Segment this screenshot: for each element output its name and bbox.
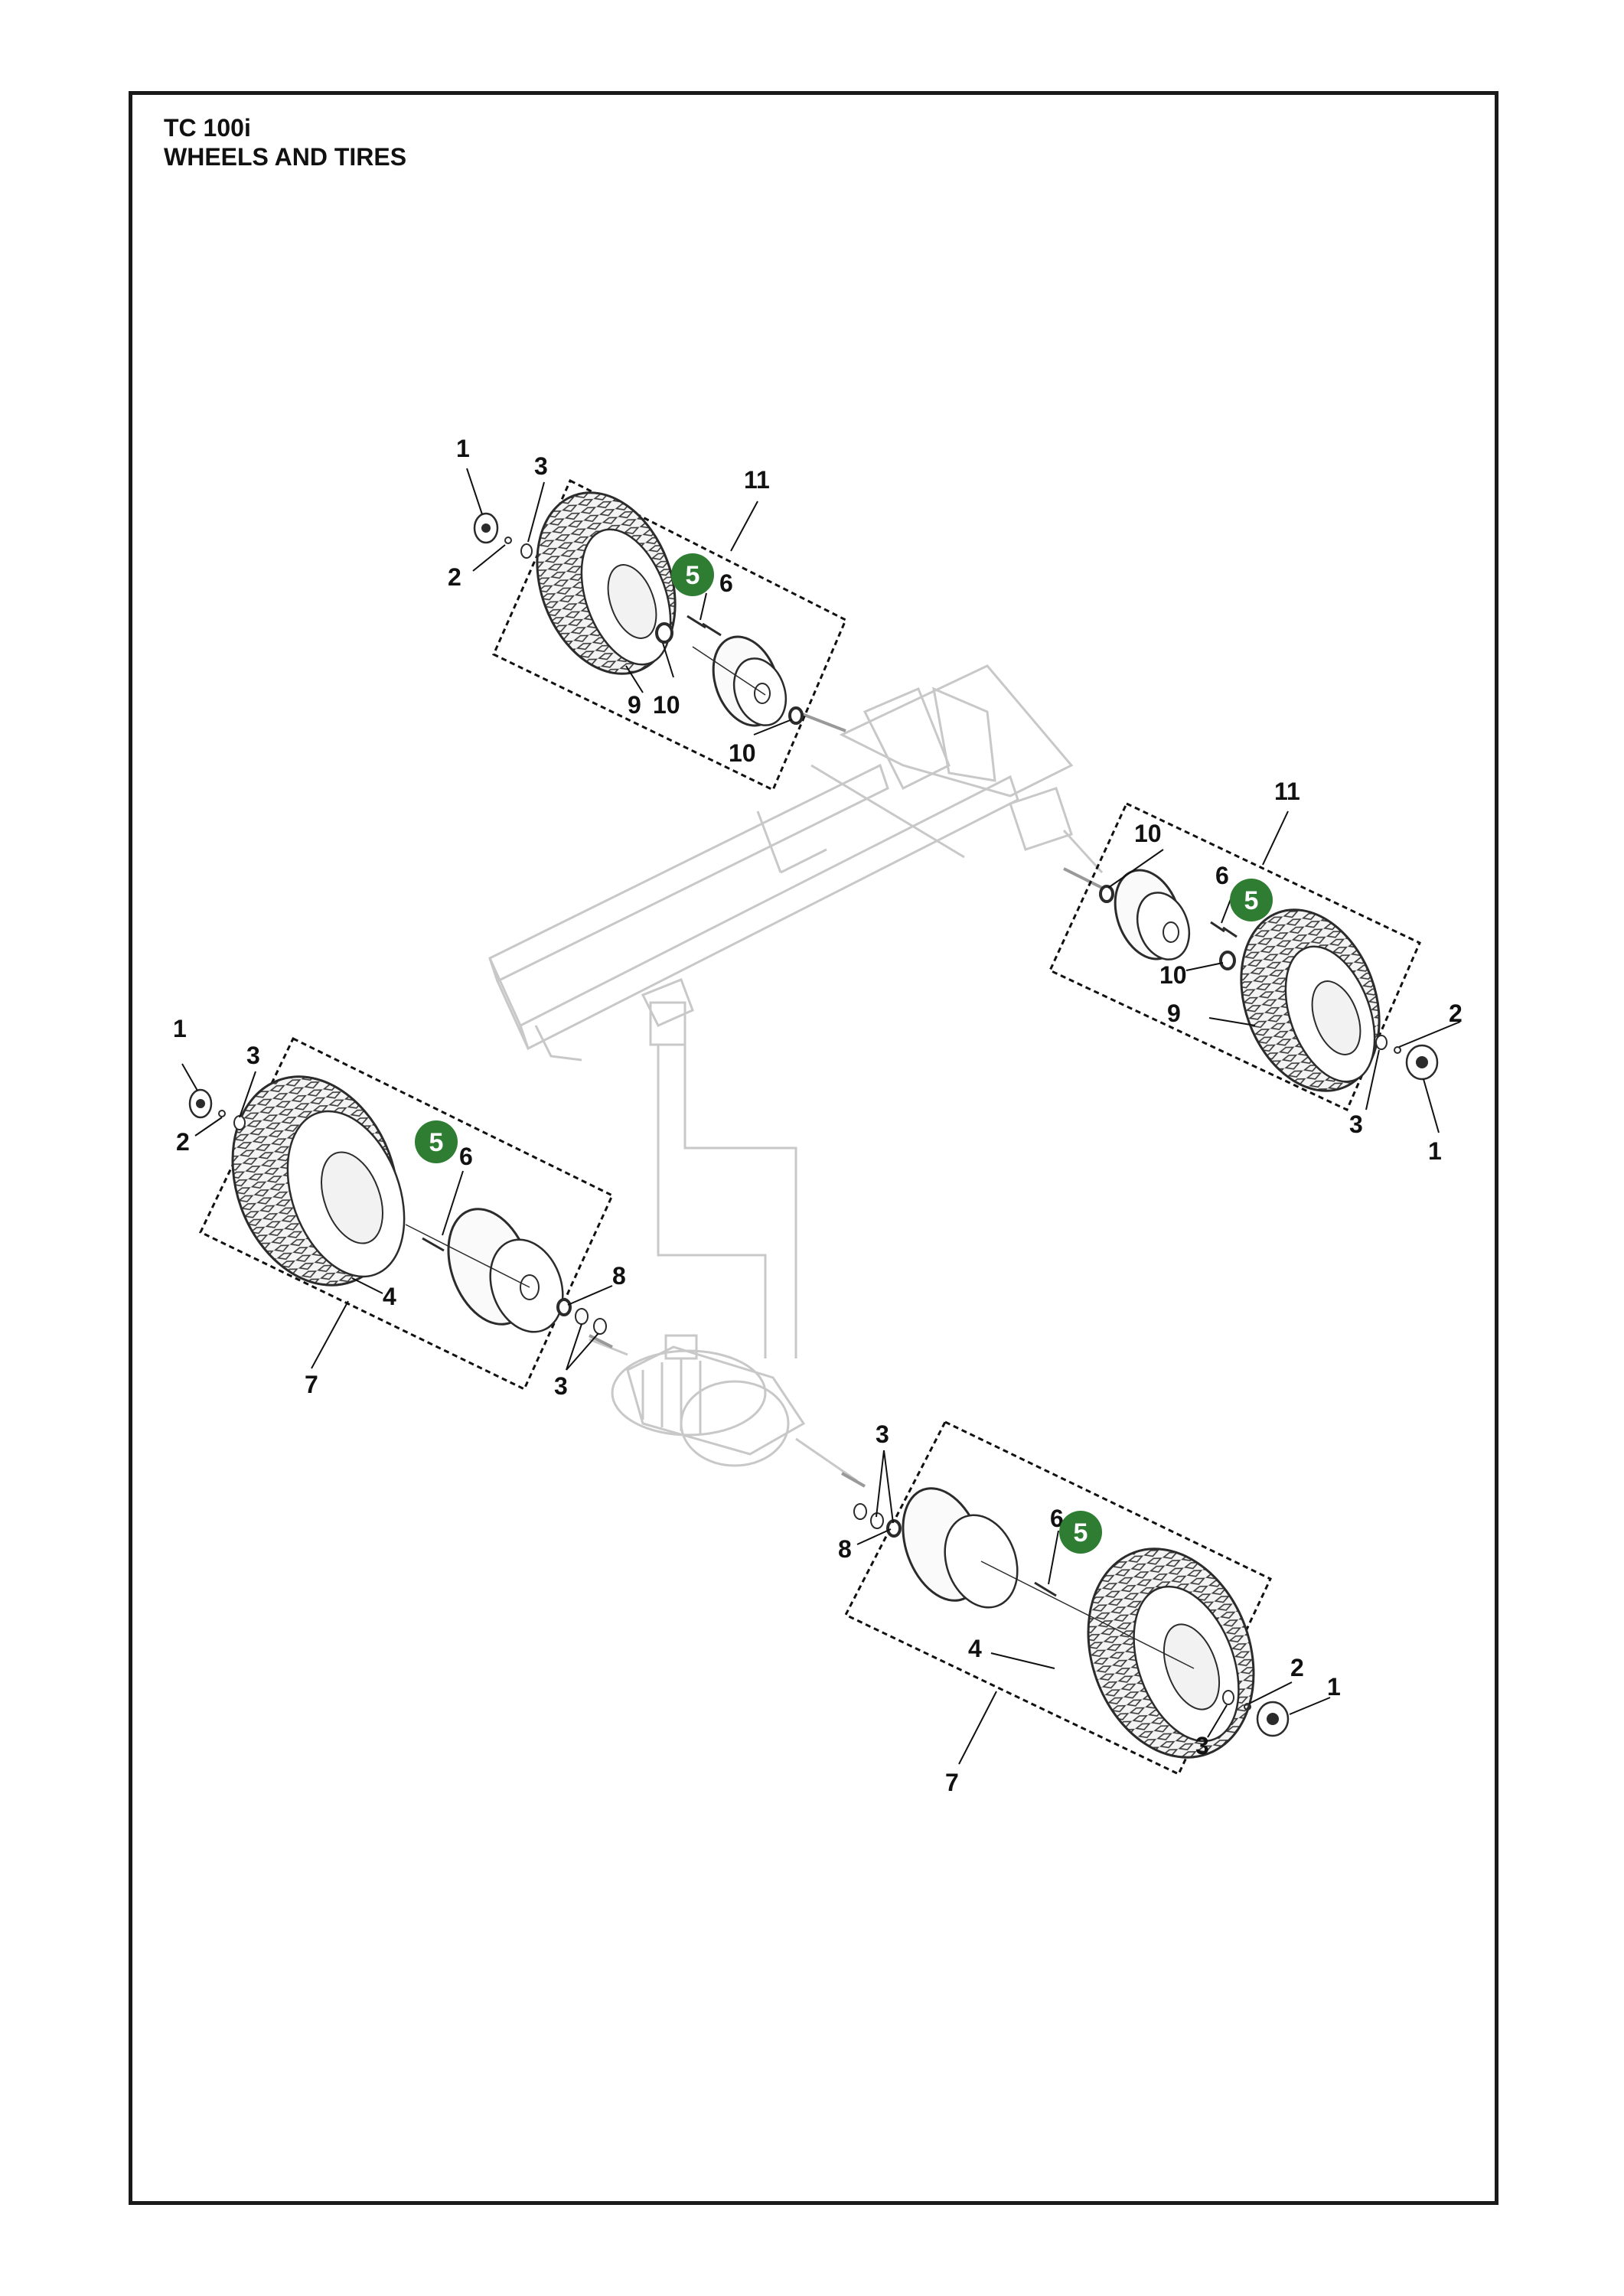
callout-8: 8 bbox=[838, 1535, 852, 1563]
callout-3: 3 bbox=[1349, 1110, 1363, 1138]
bearing bbox=[1099, 885, 1114, 903]
callout-11: 11 bbox=[1274, 778, 1300, 805]
page-frame bbox=[129, 91, 1498, 2205]
callout-9: 9 bbox=[628, 691, 641, 719]
chassis-frame bbox=[488, 664, 1104, 1358]
callout-10: 10 bbox=[653, 691, 680, 719]
section-name: WHEELS AND TIRES bbox=[164, 143, 407, 171]
callout-2: 2 bbox=[1290, 1654, 1304, 1681]
wheel-assembly-front-right bbox=[843, 1420, 1290, 1776]
callout-2: 2 bbox=[176, 1128, 190, 1156]
callout-badge bbox=[671, 553, 714, 596]
wheel-assembly-front-left bbox=[188, 1036, 614, 1391]
leader-lines bbox=[181, 468, 1461, 1765]
transaxle bbox=[589, 1334, 858, 1482]
callout-1: 1 bbox=[1428, 1137, 1442, 1165]
callout-badge bbox=[1059, 1511, 1102, 1554]
callout-10: 10 bbox=[729, 739, 756, 767]
callout-8: 8 bbox=[612, 1262, 626, 1290]
wheel-assembly-rear-right bbox=[1048, 801, 1439, 1112]
axles bbox=[589, 709, 1103, 1488]
callout-6: 6 bbox=[719, 569, 733, 597]
callout-3: 3 bbox=[554, 1372, 568, 1400]
callout-badge bbox=[415, 1120, 458, 1163]
callout-badge-label: 5 bbox=[686, 561, 700, 590]
callout-4: 4 bbox=[968, 1635, 982, 1662]
callouts-rear-left: 1 3 2 11 6 9 10 10 5 bbox=[448, 435, 770, 767]
callout-3: 3 bbox=[246, 1042, 260, 1069]
callout-6: 6 bbox=[1050, 1505, 1064, 1532]
wheel-assembly-rear-left bbox=[473, 478, 847, 792]
callouts-front-right: 3 8 6 4 7 2 1 3 5 bbox=[838, 1420, 1341, 1796]
callout-2: 2 bbox=[1449, 1000, 1463, 1027]
callout-2: 2 bbox=[448, 563, 461, 591]
callout-10: 10 bbox=[1134, 820, 1162, 847]
callout-7: 7 bbox=[945, 1769, 959, 1796]
callout-6: 6 bbox=[459, 1143, 473, 1170]
callout-1: 1 bbox=[173, 1015, 187, 1042]
model-name: TC 100i bbox=[164, 114, 251, 142]
callout-badge-label: 5 bbox=[429, 1128, 444, 1157]
callout-4: 4 bbox=[383, 1283, 396, 1310]
callout-10: 10 bbox=[1159, 961, 1187, 989]
callout-badge-label: 5 bbox=[1074, 1518, 1088, 1548]
callout-badge bbox=[1230, 879, 1273, 921]
bearing bbox=[556, 1298, 572, 1316]
callout-badge-label: 5 bbox=[1244, 886, 1259, 915]
callout-1: 1 bbox=[456, 435, 470, 462]
bearing bbox=[886, 1519, 902, 1538]
callout-3: 3 bbox=[1195, 1732, 1209, 1760]
page-title: TC 100i WHEELS AND TIRES bbox=[164, 113, 406, 171]
callout-6: 6 bbox=[1215, 862, 1229, 889]
callout-3: 3 bbox=[876, 1420, 889, 1448]
callouts-rear-right: 11 10 6 10 9 2 3 1 5 bbox=[1134, 778, 1463, 1165]
callout-1: 1 bbox=[1327, 1673, 1341, 1701]
bearing bbox=[655, 622, 673, 644]
callout-9: 9 bbox=[1167, 1000, 1181, 1027]
callouts-front-left: 1 3 2 6 4 7 8 3 5 bbox=[173, 1015, 626, 1400]
callout-11: 11 bbox=[744, 466, 770, 494]
callout-3: 3 bbox=[534, 452, 548, 480]
callout-7: 7 bbox=[305, 1371, 318, 1398]
